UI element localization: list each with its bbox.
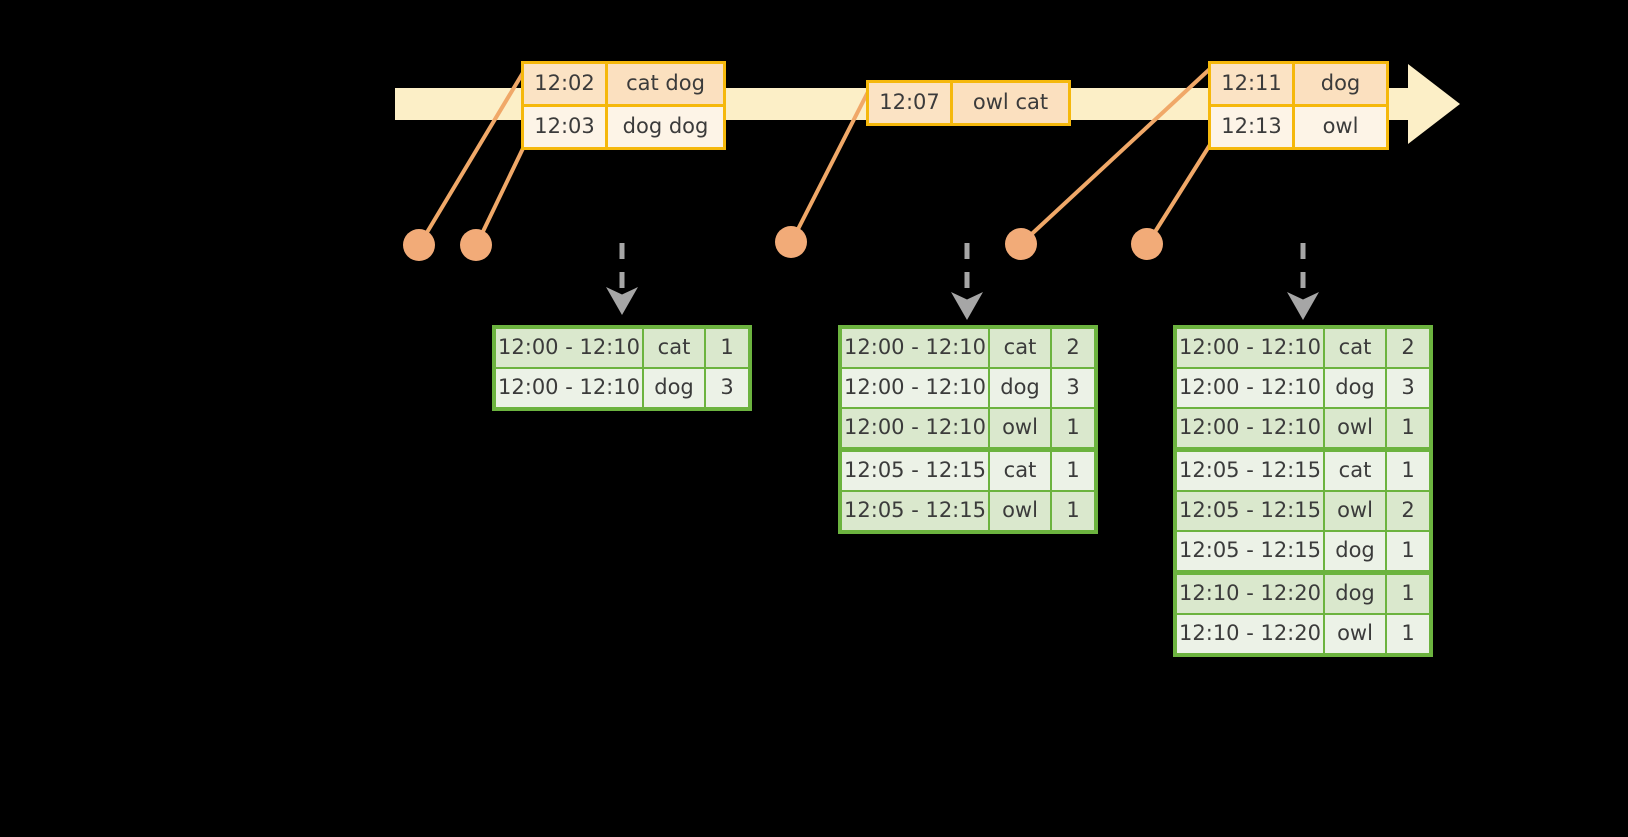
event-row[interactable]: 12:11 dog: [1211, 64, 1386, 104]
table-row[interactable]: 12:10 - 12:20 dog 1: [1177, 575, 1429, 615]
cell-key: owl: [990, 409, 1052, 447]
cell-count: 1: [1387, 615, 1429, 653]
table-row[interactable]: 12:00 - 12:10 dog 3: [842, 369, 1094, 409]
event-row[interactable]: 12:07 owl cat: [869, 83, 1068, 123]
cell-window: 12:00 - 12:10: [1177, 409, 1325, 447]
cell-window: 12:00 - 12:10: [842, 329, 990, 367]
cell-count: 1: [1387, 532, 1429, 570]
table-row[interactable]: 12:05 - 12:15 cat 1: [842, 452, 1094, 492]
cell-count: 1: [1052, 452, 1094, 490]
table-row[interactable]: 12:00 - 12:10 owl 1: [1177, 409, 1429, 452]
event-time: 12:02: [524, 64, 608, 104]
result-table-2[interactable]: 12:00 - 12:10 cat 2 12:00 - 12:10 dog 3 …: [838, 325, 1098, 534]
event-time: 12:03: [524, 107, 608, 147]
result-table-3[interactable]: 12:00 - 12:10 cat 2 12:00 - 12:10 dog 3 …: [1173, 325, 1433, 657]
table-row[interactable]: 12:00 - 12:10 cat 2: [842, 329, 1094, 369]
event-box-group-2[interactable]: 12:07 owl cat: [866, 80, 1071, 126]
cell-count: 1: [1052, 492, 1094, 530]
cell-window: 12:00 - 12:10: [1177, 329, 1325, 367]
cell-window: 12:00 - 12:10: [842, 409, 990, 447]
event-box-group-1[interactable]: 12:02 cat dog 12:03 dog dog: [521, 61, 726, 150]
cell-key: dog: [644, 369, 706, 407]
table-row[interactable]: 12:05 - 12:15 owl 1: [842, 492, 1094, 530]
connector-line-2: [475, 138, 529, 246]
event-dot-4: [1005, 228, 1037, 260]
cell-count: 1: [706, 329, 748, 367]
event-dot-2: [460, 229, 492, 261]
cell-window: 12:00 - 12:10: [842, 369, 990, 407]
cell-count: 3: [1387, 369, 1429, 407]
event-time: 12:07: [869, 83, 953, 123]
event-dot-1: [403, 229, 435, 261]
cell-key: owl: [990, 492, 1052, 530]
event-time: 12:11: [1211, 64, 1295, 104]
cell-count: 1: [1387, 452, 1429, 490]
cell-key: owl: [1325, 492, 1387, 530]
cell-key: cat: [644, 329, 706, 367]
event-time: 12:13: [1211, 107, 1295, 147]
cell-key: owl: [1325, 409, 1387, 447]
cell-key: dog: [1325, 575, 1387, 613]
cell-window: 12:05 - 12:15: [842, 492, 990, 530]
event-words: cat dog: [608, 64, 723, 104]
cell-window: 12:05 - 12:15: [842, 452, 990, 490]
cell-key: cat: [1325, 329, 1387, 367]
cell-window: 12:10 - 12:20: [1177, 615, 1325, 653]
event-dot-3: [775, 226, 807, 258]
event-words: dog: [1295, 64, 1386, 104]
cell-count: 3: [706, 369, 748, 407]
event-words: dog dog: [608, 107, 723, 147]
cell-count: 3: [1052, 369, 1094, 407]
cell-count: 2: [1387, 492, 1429, 530]
cell-key: dog: [1325, 369, 1387, 407]
event-words: owl: [1295, 107, 1386, 147]
event-row[interactable]: 12:02 cat dog: [524, 64, 723, 104]
table-row[interactable]: 12:00 - 12:10 dog 3: [496, 369, 748, 407]
cell-count: 1: [1387, 575, 1429, 613]
event-words: owl cat: [953, 83, 1068, 123]
cell-key: cat: [990, 452, 1052, 490]
result-table-1[interactable]: 12:00 - 12:10 cat 1 12:00 - 12:10 dog 3: [492, 325, 752, 411]
cell-window: 12:00 - 12:10: [1177, 369, 1325, 407]
cell-count: 2: [1052, 329, 1094, 367]
cell-key: dog: [1325, 532, 1387, 570]
cell-count: 1: [1387, 409, 1429, 447]
cell-window: 12:00 - 12:10: [496, 369, 644, 407]
event-row[interactable]: 12:13 owl: [1211, 104, 1386, 147]
cell-window: 12:05 - 12:15: [1177, 452, 1325, 490]
connector-line-3: [790, 82, 874, 243]
cell-key: owl: [1325, 615, 1387, 653]
cell-window: 12:00 - 12:10: [496, 329, 644, 367]
cell-count: 1: [1052, 409, 1094, 447]
dashed-arrows: [606, 243, 1320, 321]
table-row[interactable]: 12:05 - 12:15 dog 1: [1177, 532, 1429, 575]
connector-line-5: [1146, 138, 1215, 245]
event-dots: [403, 226, 1163, 261]
cell-key: cat: [1325, 452, 1387, 490]
cell-window: 12:10 - 12:20: [1177, 575, 1325, 613]
table-row[interactable]: 12:00 - 12:10 owl 1: [842, 409, 1094, 452]
cell-window: 12:05 - 12:15: [1177, 532, 1325, 570]
table-row[interactable]: 12:05 - 12:15 cat 1: [1177, 452, 1429, 492]
cell-key: cat: [990, 329, 1052, 367]
table-row[interactable]: 12:00 - 12:10 dog 3: [1177, 369, 1429, 409]
cell-count: 2: [1387, 329, 1429, 367]
cell-key: dog: [990, 369, 1052, 407]
connector-line-1: [418, 64, 529, 246]
table-row[interactable]: 12:00 - 12:10 cat 2: [1177, 329, 1429, 369]
event-row[interactable]: 12:03 dog dog: [524, 104, 723, 147]
event-box-group-3[interactable]: 12:11 dog 12:13 owl: [1208, 61, 1389, 150]
table-row[interactable]: 12:10 - 12:20 owl 1: [1177, 615, 1429, 653]
table-row[interactable]: 12:05 - 12:15 owl 2: [1177, 492, 1429, 532]
cell-window: 12:05 - 12:15: [1177, 492, 1325, 530]
table-row[interactable]: 12:00 - 12:10 cat 1: [496, 329, 748, 369]
event-dot-5: [1131, 228, 1163, 260]
